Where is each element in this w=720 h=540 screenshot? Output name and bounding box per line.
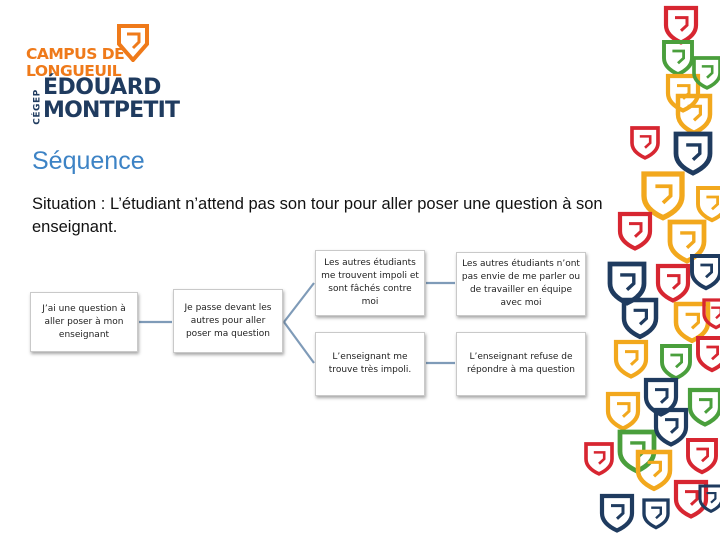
connector-action-peers	[284, 283, 314, 322]
shield-icon	[698, 188, 720, 220]
shield-icon	[676, 134, 710, 173]
node-teacher-consequence: L’enseignant refuse de répondre à ma que…	[456, 332, 586, 396]
shield-icon	[698, 338, 720, 370]
shield-icon	[632, 128, 658, 158]
shield-icon	[602, 496, 632, 531]
shield-icon	[662, 346, 690, 378]
shield-icon	[586, 444, 612, 474]
node-start: J’ai une question à aller poser à mon en…	[30, 292, 138, 352]
connector-action-teacher	[284, 322, 314, 363]
node-peers-consequence: Les autres étudiants n’ont pas envie de …	[456, 252, 586, 316]
shield-icon	[690, 390, 720, 425]
shield-icon	[658, 266, 688, 301]
shield-icon	[664, 42, 692, 74]
shield-icon	[620, 214, 650, 249]
shield-icon	[608, 394, 638, 429]
node-action: Je passe devant les autres pour aller po…	[173, 289, 283, 353]
shield-icon	[644, 174, 682, 218]
shield-icon	[688, 440, 716, 472]
shield-icon	[700, 486, 720, 511]
shield-icon	[644, 500, 668, 528]
decorative-shield-pattern	[580, 0, 720, 540]
shield-icon	[666, 8, 696, 43]
node-teacher-reaction: L’enseignant me trouve très impoli.	[315, 332, 425, 396]
shield-icon	[624, 300, 656, 337]
shield-icon	[610, 264, 644, 303]
shield-icon	[616, 342, 646, 377]
shield-icon	[694, 58, 720, 88]
shield-icon	[692, 256, 720, 288]
node-peers-reaction: Les autres étudiants me trouvent impoli …	[315, 250, 425, 316]
